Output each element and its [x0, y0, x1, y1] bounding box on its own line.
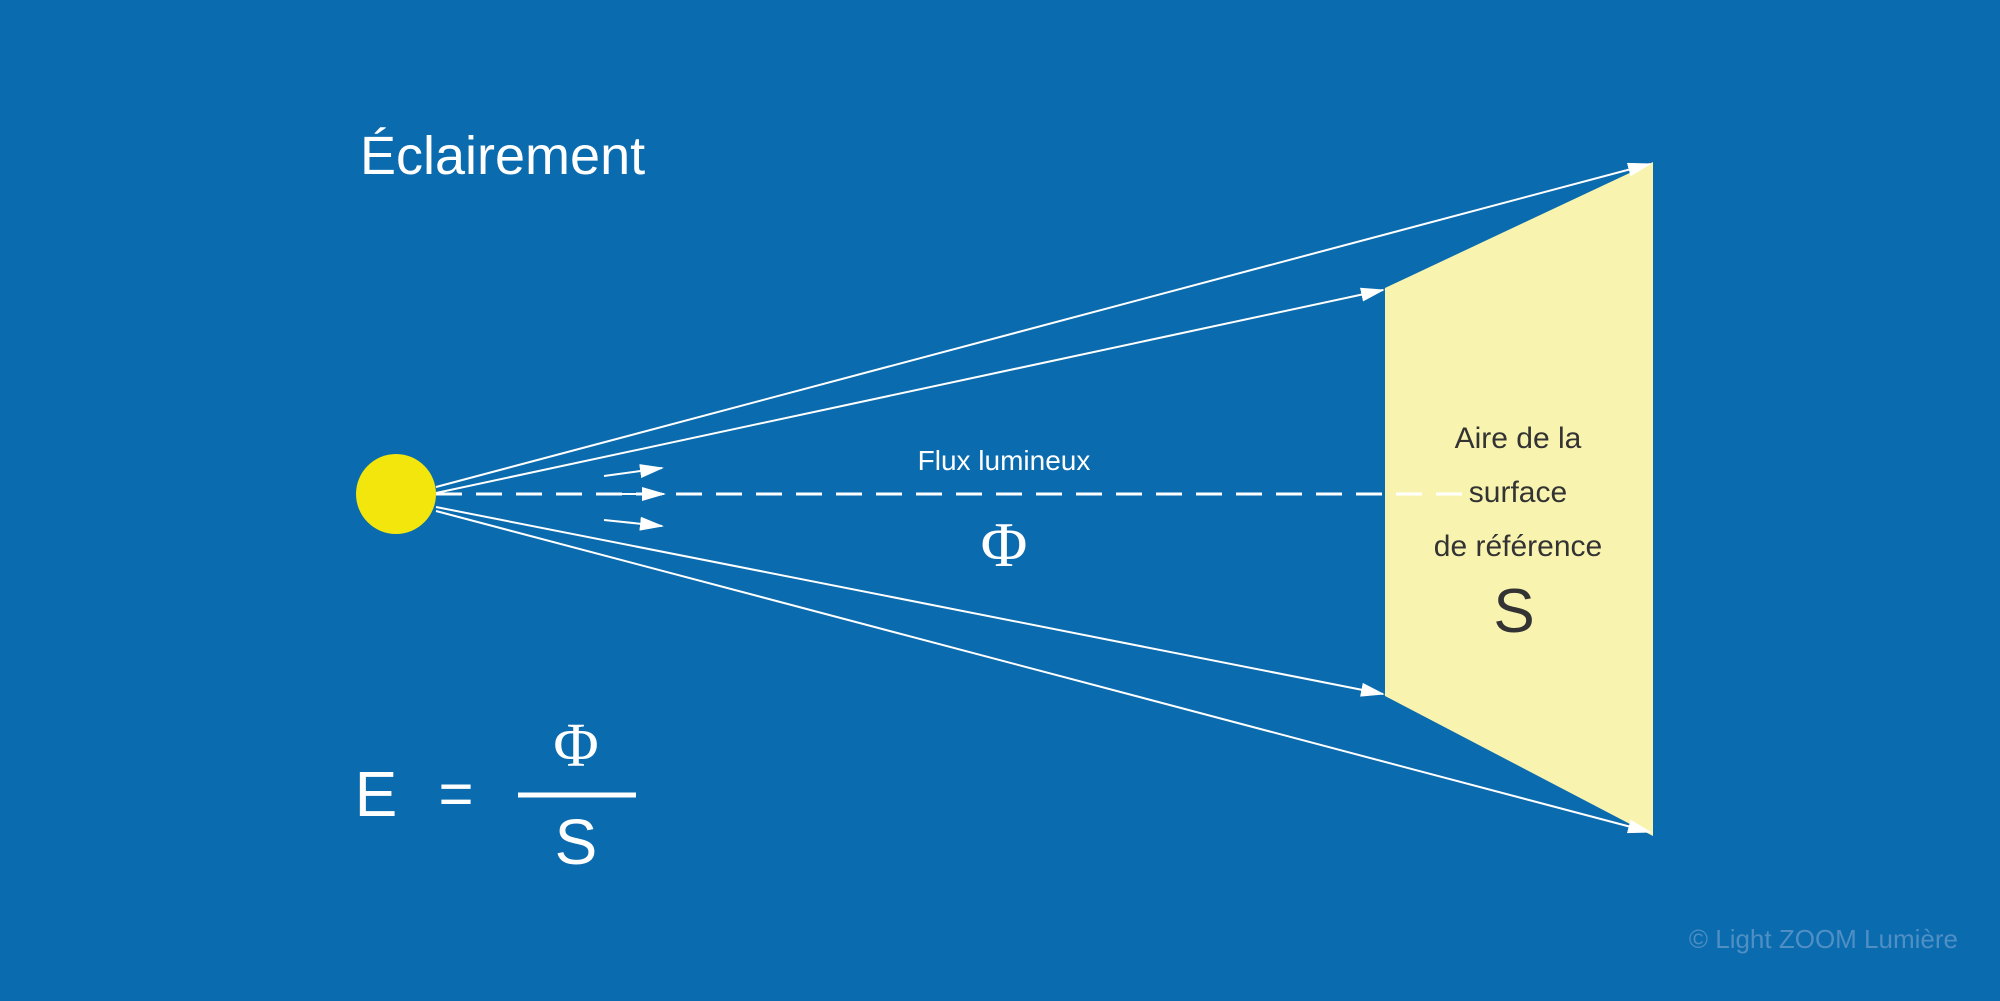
ray-outer-top	[435, 162, 1652, 488]
flux-symbol: Φ	[981, 509, 1028, 580]
flux-arrow-bottom	[603, 516, 664, 531]
surface-label-line1: Aire de la	[1455, 422, 1582, 455]
formula-lhs: E	[355, 758, 398, 830]
ray-outer-bottom	[435, 510, 1652, 834]
light-source-icon	[356, 454, 436, 534]
flux-arrow-top	[603, 464, 664, 478]
surface-label-line3: de référence	[1434, 530, 1602, 563]
reference-surface	[1385, 162, 1653, 836]
surface-symbol: S	[1493, 577, 1534, 646]
ray-inner-top	[435, 287, 1385, 494]
surface-label-line2: surface	[1469, 476, 1567, 509]
copyright-watermark: © Light ZOOM Lumière	[1689, 924, 1958, 954]
ray-inner-bottom	[435, 506, 1385, 697]
formula-numerator: Φ	[553, 712, 598, 780]
diagram-title: Éclairement	[360, 126, 645, 186]
formula-equals: =	[438, 760, 473, 827]
flux-label: Flux lumineux	[918, 445, 1091, 476]
formula-denominator: S	[555, 806, 598, 878]
